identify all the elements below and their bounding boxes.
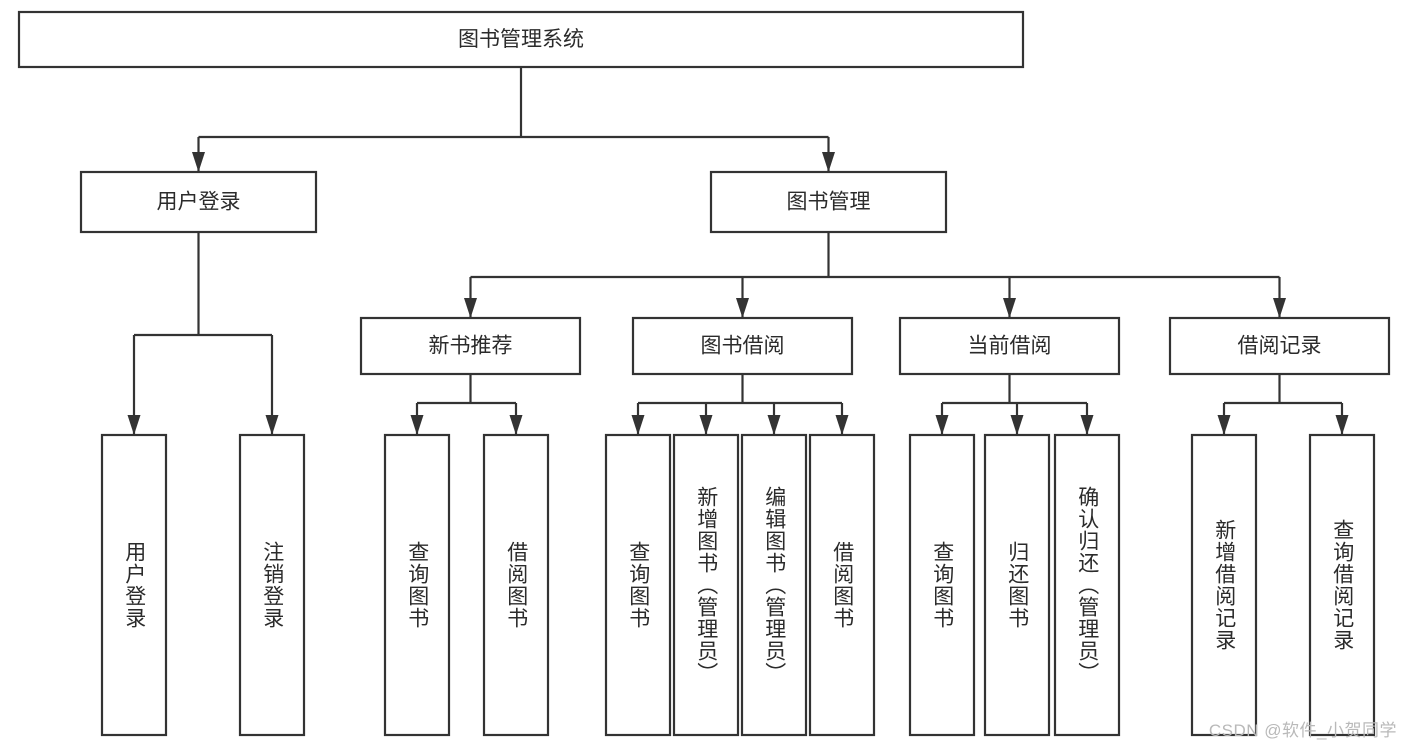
arrow-icon-leaf-user-login <box>127 415 141 435</box>
node-box-leaf-confirm-return[interactable] <box>1053 433 1121 737</box>
arrow-icon-leaf-edit-book <box>767 415 781 435</box>
arrow-icon-leaf-query-borrow-record <box>1335 415 1349 435</box>
node-box-leaf-return-book[interactable] <box>983 433 1051 737</box>
arrow-icon-leaf-query-book-recommend <box>410 415 424 435</box>
node-label-root: 图书管理系统 <box>458 28 584 51</box>
node-box-leaf-add-borrow-record[interactable] <box>1190 433 1258 737</box>
arrow-icon-leaf-add-book <box>699 415 713 435</box>
csdn-watermark: CSDN @软件_小贺同学 <box>1208 721 1397 740</box>
arrow-icon-leaf-return-book <box>1010 415 1024 435</box>
arrow-icon-user-login <box>192 152 205 172</box>
arrow-icon-book-borrow <box>736 298 749 318</box>
node-box-leaf-query-book-recommend[interactable] <box>383 433 451 737</box>
node-box-leaf-borrow-book-recommend[interactable] <box>482 433 550 737</box>
node-box-book-borrow[interactable] <box>631 316 854 376</box>
node-label-borrow-record: 借阅记录 <box>1238 335 1322 358</box>
node-box-borrow-record[interactable] <box>1168 316 1391 376</box>
node-label-book-borrow: 图书借阅 <box>701 335 785 358</box>
node-box-book-manage[interactable] <box>709 170 948 234</box>
arrow-icon-leaf-user-logout <box>265 415 279 435</box>
node-box-leaf-query-book-current[interactable] <box>908 433 976 737</box>
node-label-current-borrow: 当前借阅 <box>968 335 1052 358</box>
node-box-new-book-recommend[interactable] <box>359 316 582 376</box>
node-box-root[interactable] <box>17 10 1025 69</box>
node-box-user-login[interactable] <box>79 170 318 234</box>
node-box-leaf-user-logout[interactable] <box>238 433 306 737</box>
node-box-leaf-add-book[interactable] <box>672 433 740 737</box>
arrow-icon-leaf-add-borrow-record <box>1217 415 1231 435</box>
arrow-icon-leaf-borrow-book-recommend <box>509 415 523 435</box>
node-box-current-borrow[interactable] <box>898 316 1121 376</box>
boxes-layer <box>17 10 1391 737</box>
node-label-book-manage: 图书管理 <box>787 191 871 214</box>
arrow-icon-leaf-borrow-book <box>835 415 849 435</box>
arrow-icon-book-manage <box>822 152 835 172</box>
arrow-icon-new-book-recommend <box>464 298 477 318</box>
edges-layer <box>127 67 1349 435</box>
arrow-icon-leaf-query-book-borrow <box>631 415 645 435</box>
arrow-icon-leaf-confirm-return <box>1080 415 1094 435</box>
arrow-icon-current-borrow <box>1003 298 1016 318</box>
node-box-leaf-borrow-book[interactable] <box>808 433 876 737</box>
node-box-leaf-query-book-borrow[interactable] <box>604 433 672 737</box>
arrow-icon-borrow-record <box>1273 298 1286 318</box>
arrow-icon-leaf-query-book-current <box>935 415 949 435</box>
node-box-leaf-query-borrow-record[interactable] <box>1308 433 1376 737</box>
node-label-new-book-recommend: 新书推荐 <box>429 335 513 358</box>
node-label-user-login: 用户登录 <box>157 191 241 214</box>
node-box-leaf-edit-book[interactable] <box>740 433 808 737</box>
node-box-leaf-user-login[interactable] <box>100 433 168 737</box>
